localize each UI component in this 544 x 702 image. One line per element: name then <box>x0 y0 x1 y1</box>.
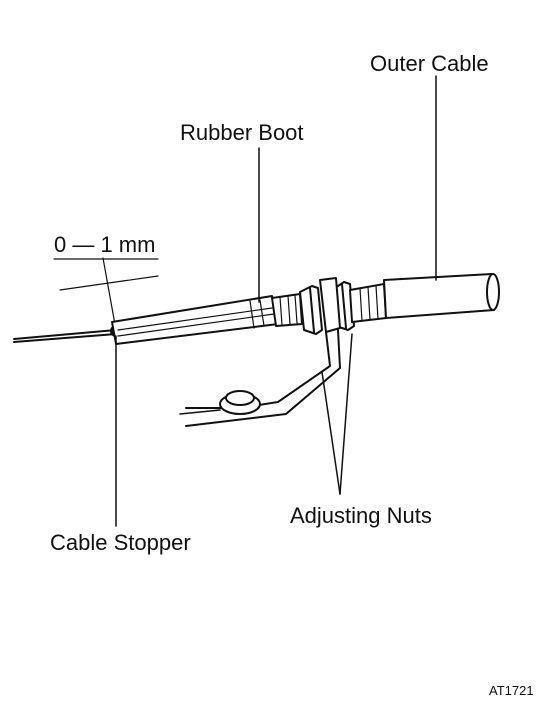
leader-lines <box>115 75 437 527</box>
threaded-sleeve <box>271 293 303 327</box>
leader-nut-left <box>321 371 341 495</box>
rubber-boot-label: Rubber Boot <box>180 120 304 145</box>
bracket <box>185 277 341 427</box>
bracket-wire <box>179 409 221 415</box>
gap-dimension <box>53 257 159 331</box>
bracket-bolt <box>219 390 261 415</box>
outer-cable <box>383 273 500 319</box>
figure-code: AT1721 <box>489 683 534 698</box>
cable-stopper-label: Cable Stopper <box>50 530 191 555</box>
adjusting-nut-left <box>299 285 323 335</box>
rubber-boot <box>111 295 279 345</box>
inner-cable-wire <box>13 329 117 343</box>
outer-cable-label: Outer Cable <box>370 51 489 76</box>
leader-nut-right <box>339 333 353 495</box>
gap-dimension-label: 0 — 1 mm <box>54 232 156 257</box>
adjusting-nuts-label: Adjusting Nuts <box>290 503 432 528</box>
cable-collar <box>349 283 387 323</box>
